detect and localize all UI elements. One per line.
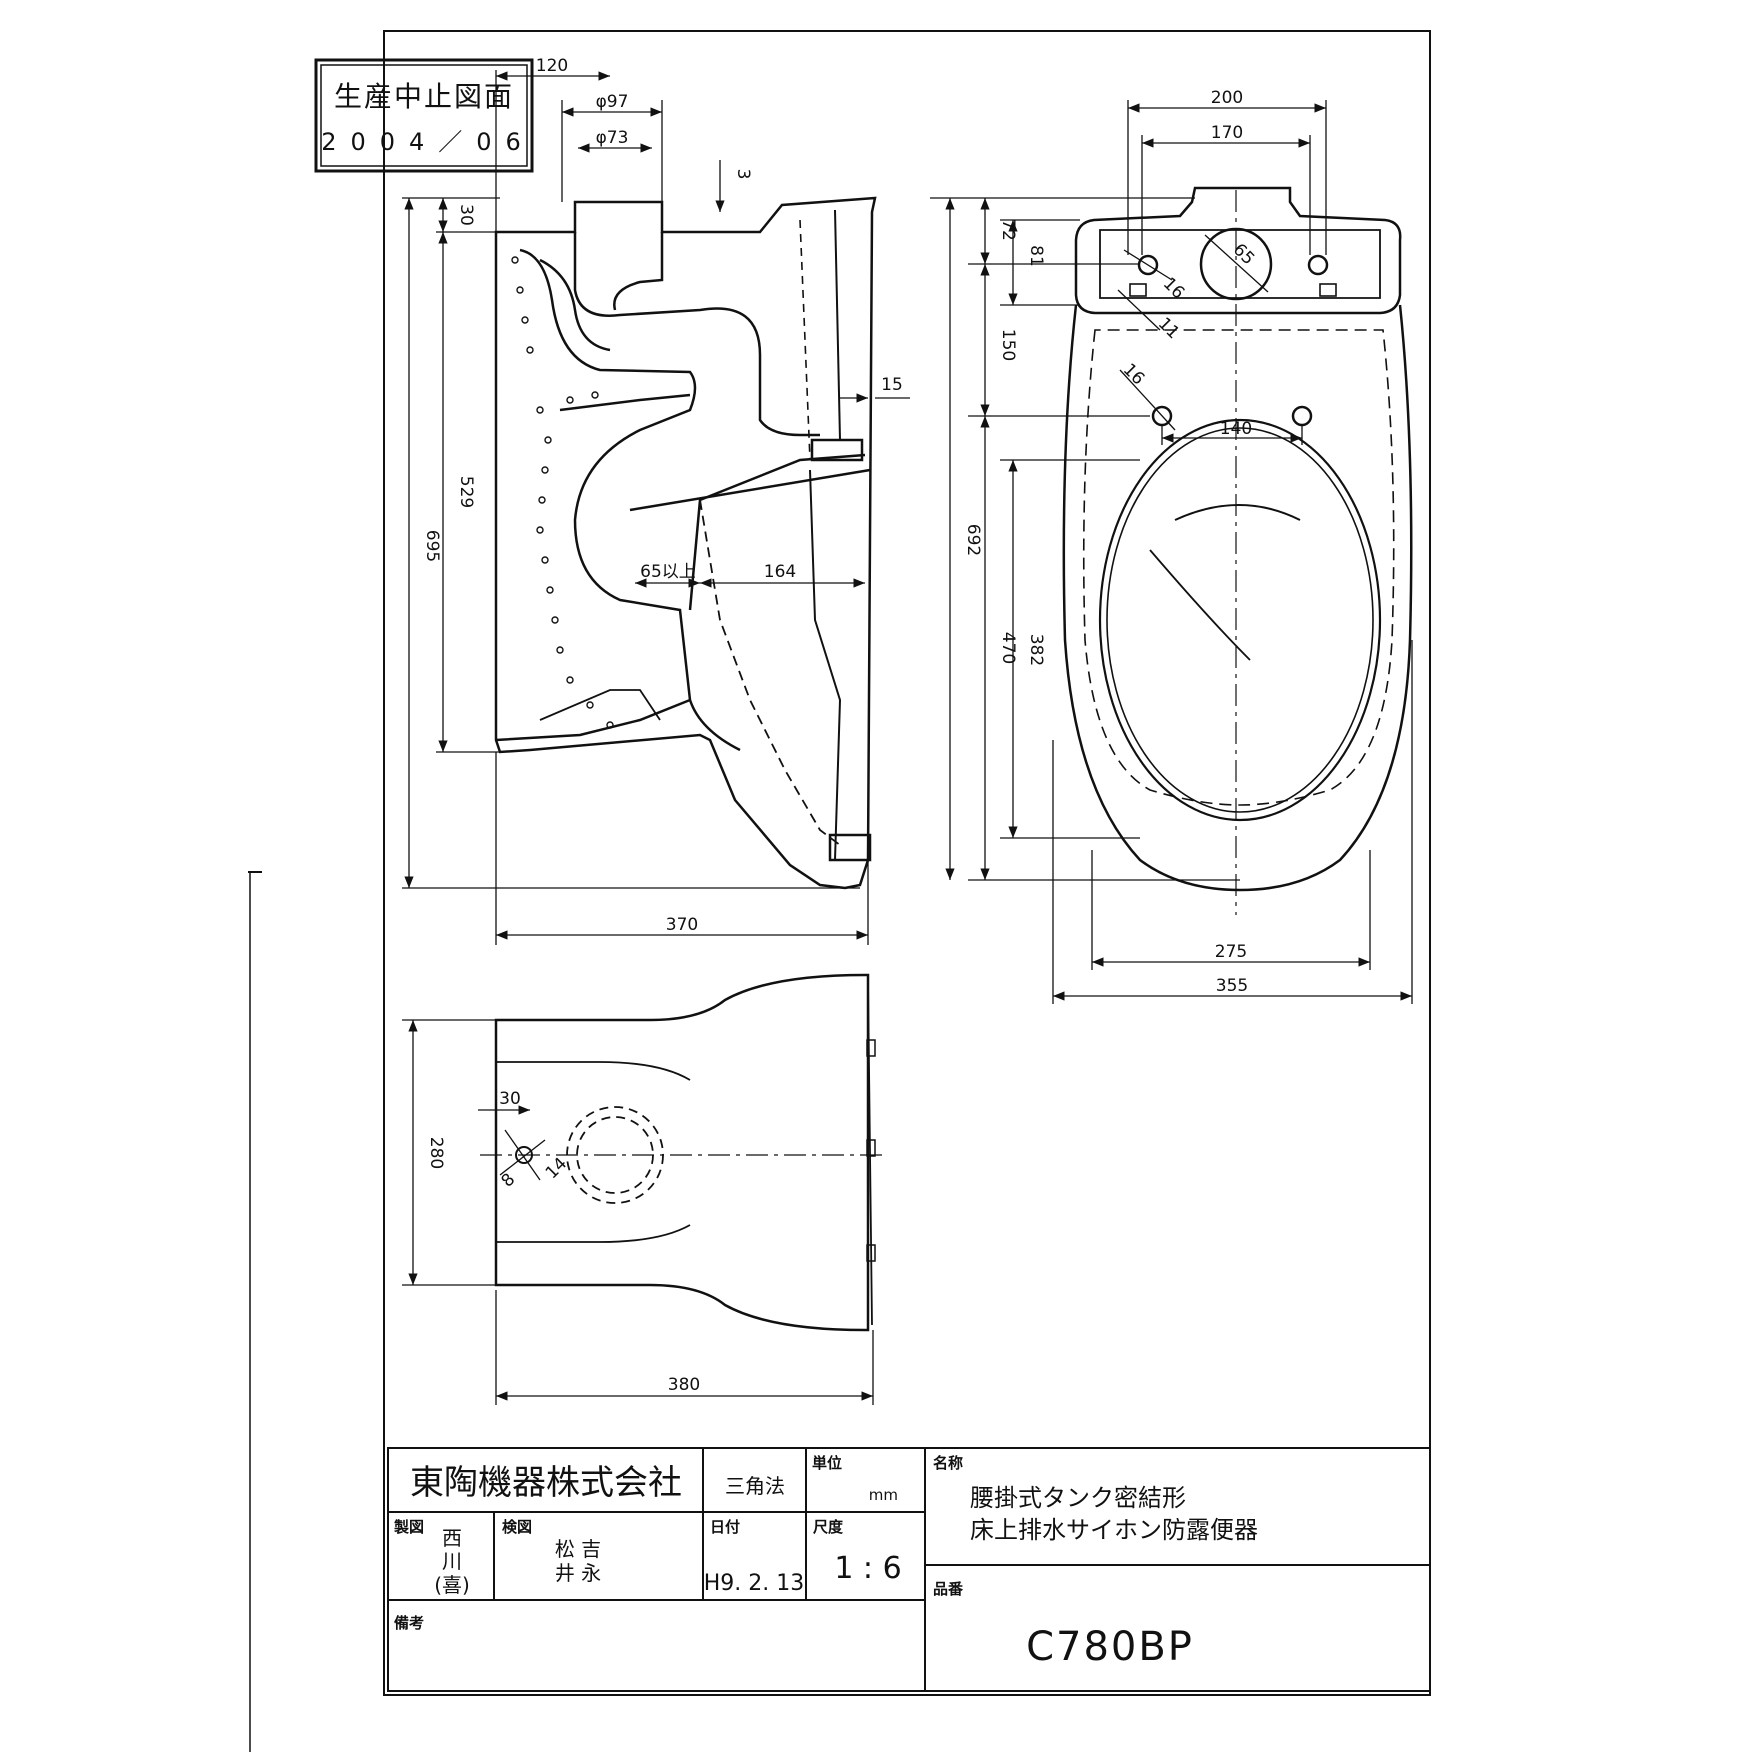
sheet-border — [383, 30, 1431, 1696]
dim-380: 380 — [668, 1375, 700, 1395]
dim-280: 280 — [426, 1137, 446, 1169]
part-number-value: C780BP — [1026, 1624, 1194, 1670]
checked-name2: 井 永 — [555, 1561, 601, 1585]
dim-170: 170 — [1211, 123, 1243, 143]
dim-150: 150 — [998, 329, 1018, 361]
dim-16-seat: 16 — [1119, 360, 1148, 389]
dim-72: 72 — [998, 219, 1018, 241]
dim-30-bottom: 30 — [499, 1089, 521, 1109]
dim-275: 275 — [1215, 942, 1247, 962]
scale-label: 尺度 — [813, 1518, 844, 1536]
dim-382: 382 — [1026, 634, 1046, 666]
bottom-view — [480, 973, 885, 1332]
product-name-line2: 床上排水サイホン防露便器 — [970, 1516, 1258, 1544]
side-view-dim-labels: 120 φ97 φ73 3 30 529 695 370 65以上 164 15 — [422, 56, 903, 935]
checked-label: 検図 — [502, 1518, 532, 1536]
scale-value: 1 : 6 — [834, 1551, 901, 1586]
top-view-dimensions — [930, 100, 1413, 1004]
dim-14: 14 — [542, 1154, 571, 1183]
bottom-view-dimensions — [402, 1019, 874, 1405]
unit-label: 単位 — [812, 1454, 842, 1472]
dim-164: 164 — [764, 562, 796, 582]
title-block — [387, 1447, 1431, 1692]
drawn-name2: 川 — [442, 1549, 462, 1573]
unit-value: mm — [869, 1486, 898, 1504]
dim-692: 692 — [963, 524, 983, 556]
title-block-text: 東陶機器株式会社 三角法 単位 mm 名称 腰掛式タンク密結形 床上排水サイホン… — [393, 1454, 1258, 1670]
dim-8: 8 — [498, 1170, 520, 1192]
name-label: 名称 — [933, 1454, 963, 1472]
part-number-label: 品番 — [933, 1580, 964, 1598]
side-section-view — [494, 196, 877, 890]
stamp-title: 生産中止図面 — [334, 80, 514, 113]
top-view-dim-labels: 200 170 65 16 11 72 81 150 16 140 692 47… — [963, 88, 1258, 996]
dim-30: 30 — [456, 204, 476, 226]
product-name-line1: 腰掛式タンク密結形 — [970, 1484, 1186, 1512]
remarks-label: 備考 — [394, 1614, 424, 1632]
dim-3: 3 — [733, 169, 753, 180]
dim-695: 695 — [422, 530, 442, 562]
dim-65: 65 — [1229, 240, 1258, 269]
dim-phi73: φ73 — [596, 128, 629, 148]
drawn-label: 製図 — [393, 1518, 424, 1536]
discontinued-stamp: 生産中止図面 2004／06 — [314, 58, 535, 173]
side-view-dimensions — [402, 70, 910, 945]
dim-355: 355 — [1216, 976, 1248, 996]
top-plan-view — [1062, 186, 1413, 915]
dim-140: 140 — [1220, 419, 1252, 439]
company-name: 東陶機器株式会社 — [410, 1463, 682, 1503]
drawn-name3: (喜) — [434, 1573, 470, 1597]
dim-200: 200 — [1211, 88, 1243, 108]
date-label: 日付 — [710, 1518, 740, 1536]
dim-phi97: φ97 — [596, 92, 629, 112]
projection-method: 三角法 — [725, 1474, 785, 1498]
dim-15: 15 — [881, 375, 903, 395]
dim-65min: 65以上 — [640, 562, 696, 582]
dim-529: 529 — [456, 476, 476, 508]
dim-470: 470 — [998, 632, 1018, 664]
drawn-name1: 西 — [442, 1526, 462, 1550]
stamp-date: 2004／06 — [321, 128, 535, 156]
dim-370: 370 — [666, 915, 698, 935]
date-value: H9. 2. 13 — [704, 1571, 805, 1596]
dim-120: 120 — [536, 56, 568, 76]
checked-name1: 松 吉 — [555, 1537, 601, 1561]
dim-11: 11 — [1154, 314, 1183, 343]
dim-81: 81 — [1026, 245, 1046, 267]
